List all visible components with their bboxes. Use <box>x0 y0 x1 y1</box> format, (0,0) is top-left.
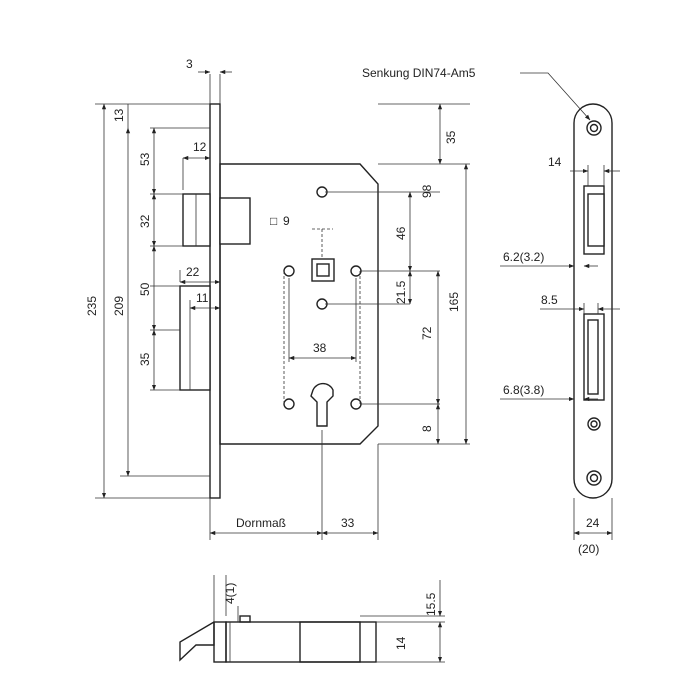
label-d53: 53 <box>138 152 152 166</box>
bottom-forend <box>213 621 227 663</box>
label-d21-5: 21.5 <box>394 280 408 304</box>
label-countersink: Senkung DIN74-Am5 <box>362 66 476 80</box>
label-d11: 11 <box>196 291 209 305</box>
side-view <box>500 72 620 540</box>
label-d13: 13 <box>112 108 126 122</box>
label-d24: 24 <box>586 516 600 530</box>
screw-hole-bottom-left <box>283 398 295 410</box>
latch-bolt-head <box>219 197 251 245</box>
spindle-follower <box>311 258 335 282</box>
label-d98: 98 <box>420 184 434 198</box>
label-d12: 12 <box>193 140 207 154</box>
label-d35-top: 35 <box>444 130 458 144</box>
label-d6-2: 6.2(3.2) <box>503 250 544 264</box>
screw-hole-left <box>283 265 295 277</box>
label-d14-side: 14 <box>548 155 562 169</box>
label-sq9: 9 <box>283 214 290 228</box>
front-view <box>95 69 470 540</box>
label-d38: 38 <box>313 341 327 355</box>
dead-bolt <box>179 285 211 391</box>
label-d235: 235 <box>85 296 99 316</box>
label-d15-5: 15.5 <box>424 592 438 616</box>
latch-bolt <box>182 193 211 247</box>
label-d46: 46 <box>394 226 408 240</box>
label-d4-1: 4(1) <box>223 583 237 604</box>
label-d32: 32 <box>138 214 152 228</box>
label-d6-8: 6.8(3.8) <box>503 383 544 397</box>
label-d209: 209 <box>112 296 126 316</box>
label-dornmass: Dornmaß <box>236 516 286 530</box>
bottom-view <box>179 575 445 663</box>
label-d8: 8 <box>420 425 434 432</box>
label-d8-5: 8.5 <box>541 293 558 307</box>
forend-plate <box>209 103 221 499</box>
dimension-labels: Senkung DIN74-Am5 3 13 53 12 32 235 209 … <box>85 57 600 650</box>
label-d72: 72 <box>420 326 434 340</box>
label-d20: (20) <box>578 542 599 556</box>
cylinder-cutout <box>310 382 334 427</box>
screw-hole-right <box>350 265 362 277</box>
label-d33: 33 <box>341 516 355 530</box>
label-d165: 165 <box>447 292 461 312</box>
label-d3: 3 <box>186 57 193 71</box>
label-square-symbol: □ <box>270 214 277 228</box>
lock-case <box>219 163 379 445</box>
spindle-square <box>316 263 330 277</box>
bottom-case <box>225 621 377 663</box>
forend-side <box>573 103 613 499</box>
label-d14-bottom: 14 <box>394 636 408 650</box>
screw-hole-bottom-right <box>350 398 362 410</box>
label-d22: 22 <box>186 265 200 279</box>
label-d50: 50 <box>138 282 152 296</box>
label-d35-low: 35 <box>138 352 152 366</box>
